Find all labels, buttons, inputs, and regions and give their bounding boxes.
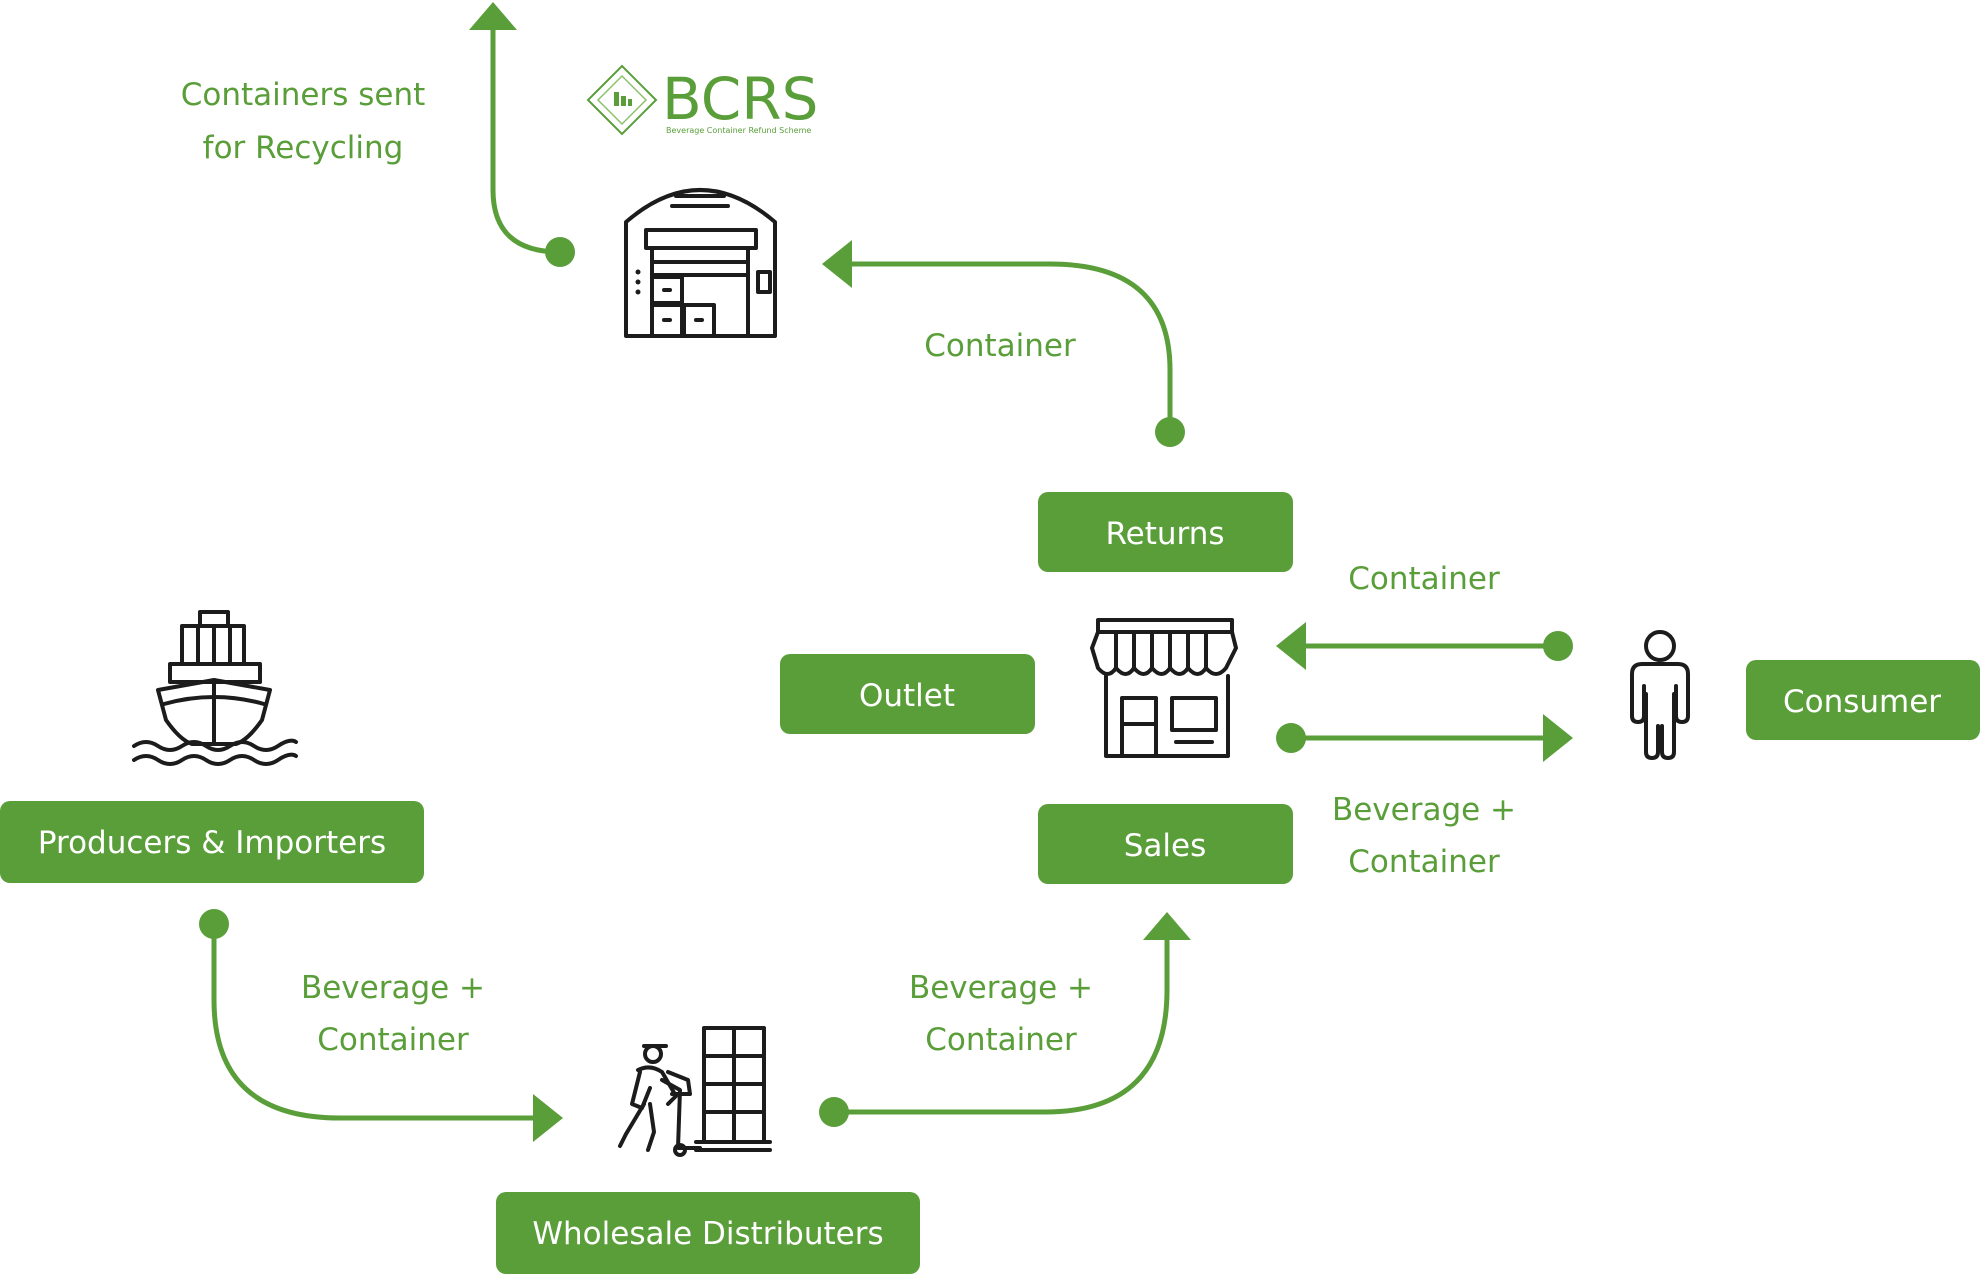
bcrs-logo: BCRS Beverage Container Refund Scheme: [586, 64, 818, 136]
sales-label: Sales: [1124, 828, 1207, 864]
producers-to-wholesale-arrow: [199, 909, 563, 1142]
consumer-node: Consumer: [1746, 660, 1980, 740]
producers-flow-label-line1: Beverage +: [301, 970, 485, 1006]
pallet-worker-icon: [618, 1026, 772, 1157]
returns-flow-label: Container: [924, 328, 1076, 364]
wholesale-node: Wholesale Distributers: [496, 1192, 920, 1274]
sales-node: Sales: [1038, 804, 1293, 884]
ship-icon: [132, 610, 298, 766]
bcrs-logo-icon: [586, 64, 658, 136]
wholesale-flow-label-line2: Container: [925, 1022, 1077, 1058]
bcrs-logo-text: BCRS: [662, 65, 818, 133]
bcrs-tagline: Beverage Container Refund Scheme: [666, 126, 811, 135]
outlet-to-consumer-arrow: [1276, 714, 1573, 762]
consumer-sale-label-line2: Container: [1348, 844, 1500, 880]
consumer-label: Consumer: [1783, 684, 1941, 720]
outlet-node: Outlet: [780, 654, 1035, 734]
recycling-label-line1: Containers sent: [181, 77, 426, 113]
producers-flow-label-line2: Container: [317, 1022, 469, 1058]
returns-label: Returns: [1105, 516, 1224, 552]
recycling-flow-arrow: [469, 2, 575, 267]
warehouse-icon: [624, 188, 777, 338]
consumer-return-label: Container: [1348, 561, 1500, 597]
consumer-to-outlet-arrow: [1276, 622, 1573, 670]
consumer-sale-label-line1: Beverage +: [1332, 792, 1516, 828]
returns-to-depot-arrow: [822, 240, 1185, 447]
producers-label: Producers & Importers: [38, 825, 386, 861]
recycling-label-line2: for Recycling: [203, 130, 404, 166]
wholesale-flow-label-line1: Beverage +: [909, 970, 1093, 1006]
shop-icon: [1090, 618, 1238, 758]
producers-node: Producers & Importers: [0, 801, 424, 883]
person-icon: [1630, 630, 1690, 760]
wholesale-label: Wholesale Distributers: [532, 1216, 883, 1252]
wholesale-to-sales-arrow: [819, 912, 1191, 1127]
returns-node: Returns: [1038, 492, 1293, 572]
outlet-label: Outlet: [859, 678, 955, 714]
